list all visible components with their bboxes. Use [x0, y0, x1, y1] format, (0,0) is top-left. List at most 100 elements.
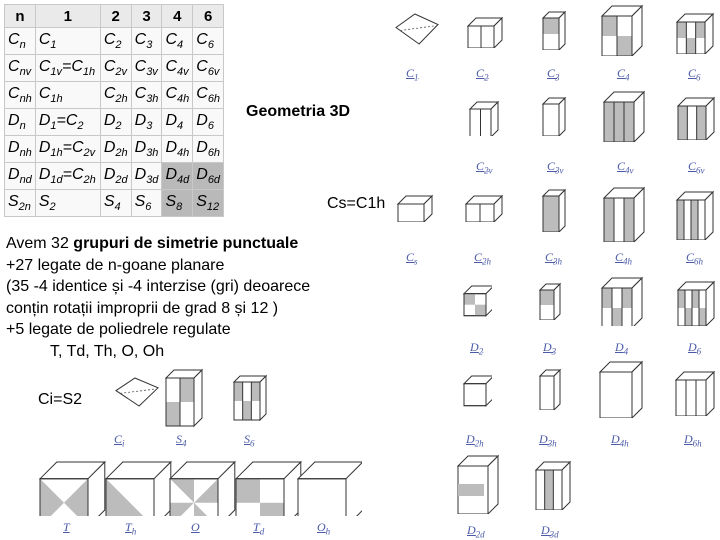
group-label[interactable]: C1: [406, 66, 419, 83]
group-label[interactable]: D2h: [466, 432, 484, 449]
description-line-4: conțin rotații improprii de grad 8 și 12…: [6, 299, 279, 317]
group-label[interactable]: O: [191, 520, 200, 534]
table-cell: D2h: [99, 135, 132, 163]
d3-shape: [538, 282, 562, 320]
group-label[interactable]: C4: [617, 66, 630, 83]
table-cell: D6h: [192, 135, 225, 163]
d4h-shape: [598, 360, 644, 418]
table-cell: C1: [34, 27, 101, 55]
group-label[interactable]: D3: [543, 340, 557, 357]
group-label[interactable]: C4v: [617, 159, 634, 176]
table-header-cell: n: [4, 4, 36, 28]
group-label[interactable]: Oh: [317, 520, 331, 537]
table-cell: S6: [130, 189, 163, 217]
d6h-shape: [674, 370, 716, 416]
c6v-shape: [676, 96, 716, 140]
table-cell: C3: [130, 27, 163, 55]
description: Avem 32 grupuri de simetrie punctuale +2…: [6, 233, 310, 362]
c3h-shape: [541, 188, 567, 232]
table-cell: S4: [99, 189, 132, 217]
group-label[interactable]: C6h: [686, 250, 704, 267]
group-label[interactable]: D4h: [611, 432, 629, 449]
group-label[interactable]: C4h: [615, 250, 633, 267]
table-cell: S12: [192, 189, 225, 217]
td-shape: [234, 460, 302, 516]
table-cell: D4: [161, 108, 194, 136]
description-line-6: T, Td, Th, O, Oh: [50, 342, 165, 360]
table-cell: D2d: [99, 162, 132, 190]
group-label[interactable]: C3v: [547, 159, 564, 176]
group-label[interactable]: C2h: [474, 250, 492, 267]
group-label[interactable]: D6h: [684, 432, 702, 449]
group-label[interactable]: S6: [244, 432, 255, 449]
table-cell: D4d: [161, 162, 194, 190]
description-line-2: +27 legate de n-goane planare: [6, 256, 225, 274]
group-label[interactable]: D3d: [541, 523, 559, 540]
d2-shape: [462, 285, 492, 317]
group-label[interactable]: D4: [615, 340, 629, 357]
table-cell: C4: [161, 27, 194, 55]
d4-shape: [600, 276, 644, 326]
table-cell: C1v=C1h: [34, 54, 101, 82]
group-label[interactable]: Th: [125, 520, 137, 537]
table-cell: C6v: [192, 54, 225, 82]
group-label[interactable]: S4: [176, 432, 187, 449]
c6h-shape: [675, 190, 715, 240]
table-header-cell: 4: [161, 4, 194, 28]
description-line-1: Avem 32: [6, 235, 74, 252]
group-label[interactable]: Ci: [114, 432, 125, 449]
table-cell: D1=C2: [34, 108, 101, 136]
t-shape: [38, 460, 106, 516]
c4v-shape: [602, 90, 646, 142]
description-line-3: (35 -4 identice și -4 interzise (gri) de…: [6, 278, 311, 295]
table-cell: D3h: [130, 135, 163, 163]
c3v-shape: [541, 96, 567, 136]
c3-shape: [541, 10, 567, 50]
group-label[interactable]: Td: [253, 520, 265, 537]
ci-shape: [115, 377, 159, 407]
table-cell: S8: [161, 189, 194, 217]
table-cell: D6: [192, 108, 225, 136]
group-label[interactable]: D3h: [539, 432, 557, 449]
table-cell: D1h=C2v: [34, 135, 101, 163]
ci-label: Ci=S2: [38, 391, 83, 408]
table-cell: D4h: [161, 135, 194, 163]
s4-shape: [164, 368, 204, 428]
table-cell: C3v: [130, 54, 163, 82]
table-cell: D3: [130, 108, 163, 136]
table-header-cell: 6: [192, 4, 225, 28]
table-cell: D1d=C2h: [34, 162, 101, 190]
table-cell: Dn: [4, 108, 36, 136]
group-label[interactable]: D2: [470, 340, 484, 357]
group-label[interactable]: C2v: [476, 159, 493, 176]
c4h-shape: [602, 186, 646, 242]
table-cell: C2v: [99, 54, 132, 82]
table-cell: Dnh: [4, 135, 36, 163]
d3h-shape: [538, 368, 562, 410]
c6-shape: [675, 12, 715, 54]
group-label[interactable]: C3h: [545, 250, 563, 267]
c2h-shape: [464, 194, 504, 222]
cs-label: Cs=C1h: [327, 195, 386, 212]
c2-shape: [466, 16, 504, 48]
group-label[interactable]: C6: [688, 66, 701, 83]
table-header-cell: 3: [130, 4, 163, 28]
group-label[interactable]: T: [63, 520, 70, 534]
table-cell: C6h: [192, 81, 225, 109]
group-label[interactable]: Cs: [406, 250, 418, 267]
group-label[interactable]: C3: [547, 66, 560, 83]
group-label[interactable]: D6: [688, 340, 702, 357]
th-shape: [104, 460, 172, 516]
table-cell: Cnh: [4, 81, 36, 109]
table-cell: C2: [99, 27, 132, 55]
group-label[interactable]: C2: [476, 66, 489, 83]
group-label[interactable]: D2d: [467, 523, 485, 540]
description-line-5: +5 legate de poliedrele regulate: [6, 321, 231, 338]
group-label[interactable]: C6v: [688, 159, 705, 176]
